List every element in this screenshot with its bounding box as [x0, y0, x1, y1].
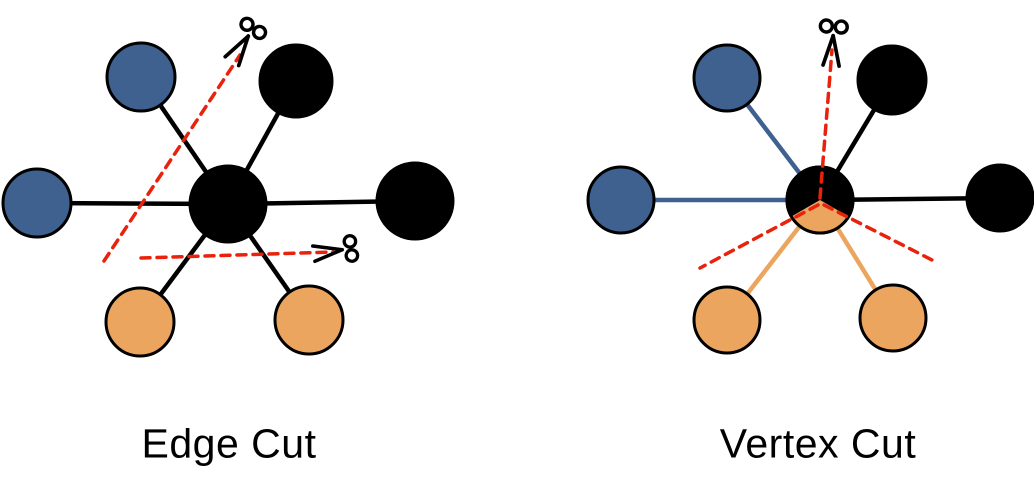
scissors-blade [821, 33, 836, 67]
vertex-cut-node-top-left-blue [692, 43, 762, 113]
vertex-cut-cut-line-2 [698, 203, 820, 270]
vertex-cut-node-bottom-left-orange [692, 285, 762, 355]
vertex-cut-label: Vertex Cut [719, 420, 917, 467]
edge-cut-node-bottom-right-orange [273, 284, 345, 356]
scissors-icon [818, 18, 849, 68]
scissors-handle [239, 16, 255, 32]
edge-cut-node-left-blue [1, 167, 73, 239]
vertex-cut-node-top-right-black [856, 44, 928, 116]
edge-cut-node-top-right-black [258, 43, 334, 119]
vertex-cut-cut-line-3 [822, 203, 938, 264]
scissors-handle [344, 248, 360, 263]
vertex-cut-center-wedge [791, 200, 849, 234]
edge-cut-cut-line-2 [139, 250, 335, 260]
edge-cut-node-bottom-left-orange [104, 286, 176, 358]
vertex-cut-cut-line-1 [818, 48, 834, 200]
edge-cut-node-top-left-blue [105, 41, 177, 113]
vertex-cut-center-node-rim [785, 165, 855, 235]
vertex-cut-node-bottom-right-orange [858, 283, 928, 353]
scissors-handle [818, 18, 835, 34]
scissors-blade [236, 34, 251, 68]
edge-cut-panel [1, 16, 455, 358]
scissors-handle [342, 234, 358, 249]
vertex-cut-panel [586, 18, 1034, 355]
edge-cut-node-right-black [375, 161, 455, 241]
vertex-cut-node-right-black [965, 163, 1034, 233]
edge-cut-label: Edge Cut [141, 420, 317, 467]
scissors-handle [251, 24, 268, 41]
scissors-icon [223, 16, 268, 68]
scissors-icon [311, 234, 360, 264]
edge-cut-cut-line-1 [102, 53, 242, 263]
vertex-cut-node-left-blue [586, 165, 656, 235]
edge-cut-center-node [188, 164, 268, 244]
scissors-blade [223, 34, 251, 59]
scissors-blade [311, 244, 344, 252]
scissors-blade [831, 33, 841, 68]
scissors-handle [833, 19, 849, 35]
scissors-blade [313, 247, 344, 264]
